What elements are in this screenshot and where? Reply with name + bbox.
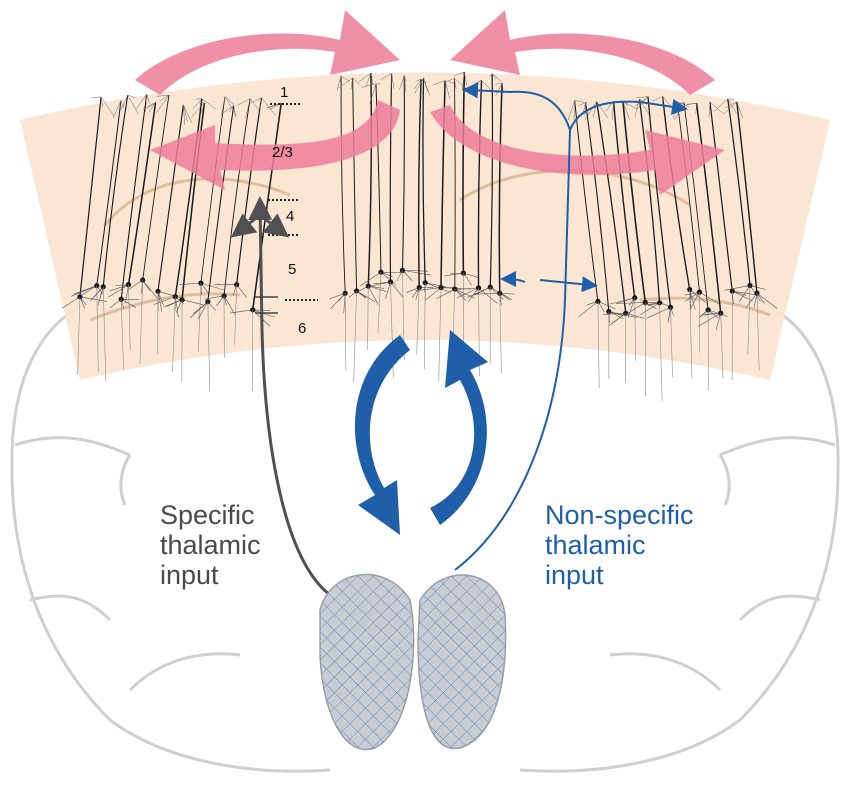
caption-non-specific-thalamic-input: Non-specific thalamic input	[545, 500, 694, 590]
layer-label-6: 6	[298, 320, 306, 337]
layer-label-4: 4	[286, 208, 294, 225]
layer-label-5: 5	[288, 261, 296, 278]
layer-label-2-3: 2/3	[272, 144, 293, 161]
caption-specific-thalamic-input: Specific thalamic input	[160, 500, 261, 590]
blue-corticothalamic-loop-arrows	[355, 330, 488, 535]
layer-label-1: 1	[280, 84, 288, 101]
thalamus-icon	[320, 575, 506, 750]
tuft-branch	[91, 97, 101, 98]
